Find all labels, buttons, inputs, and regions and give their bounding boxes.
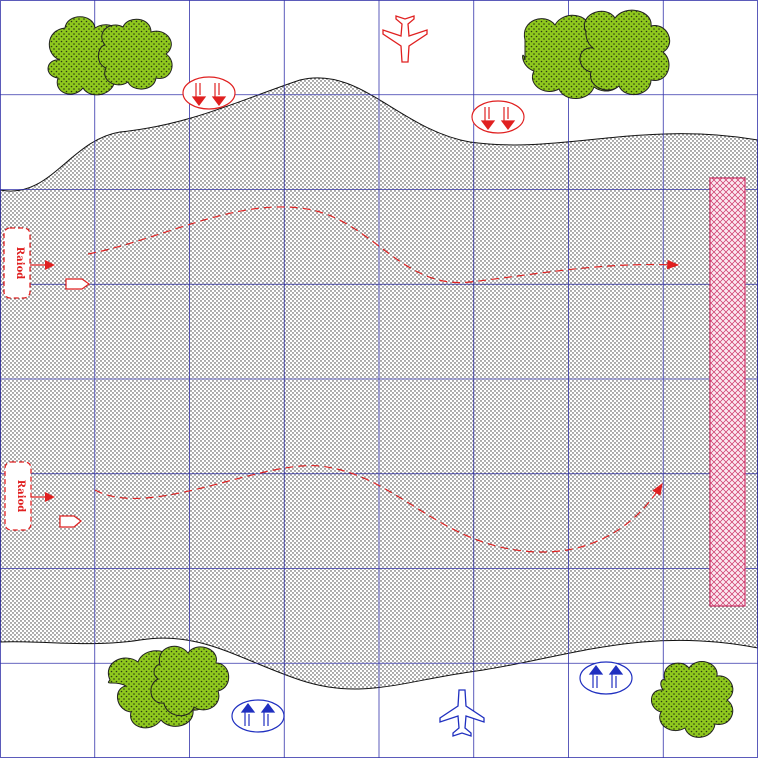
- infantry-arrows-up-icon[interactable]: [231, 699, 285, 733]
- infantry-arrows-up-icon[interactable]: [579, 661, 633, 695]
- boat-icon[interactable]: [65, 278, 91, 290]
- raid-label: Raiod: [14, 247, 25, 279]
- airplane-icon[interactable]: [439, 689, 485, 737]
- airplane-icon[interactable]: [382, 15, 428, 63]
- raid-label: Raiod: [15, 480, 26, 512]
- raid-marker[interactable]: Raiod: [3, 227, 55, 299]
- tree-cluster-icon: [47, 9, 734, 738]
- raid-marker[interactable]: Raiod: [4, 461, 55, 531]
- movement-path: [87, 206, 680, 284]
- infantry-arrows-down-icon[interactable]: [471, 100, 525, 134]
- hatched-objective-zone[interactable]: [709, 177, 746, 607]
- infantry-arrows-down-icon[interactable]: [182, 76, 236, 110]
- boat-icon[interactable]: [59, 515, 82, 528]
- movement-path: [94, 465, 663, 553]
